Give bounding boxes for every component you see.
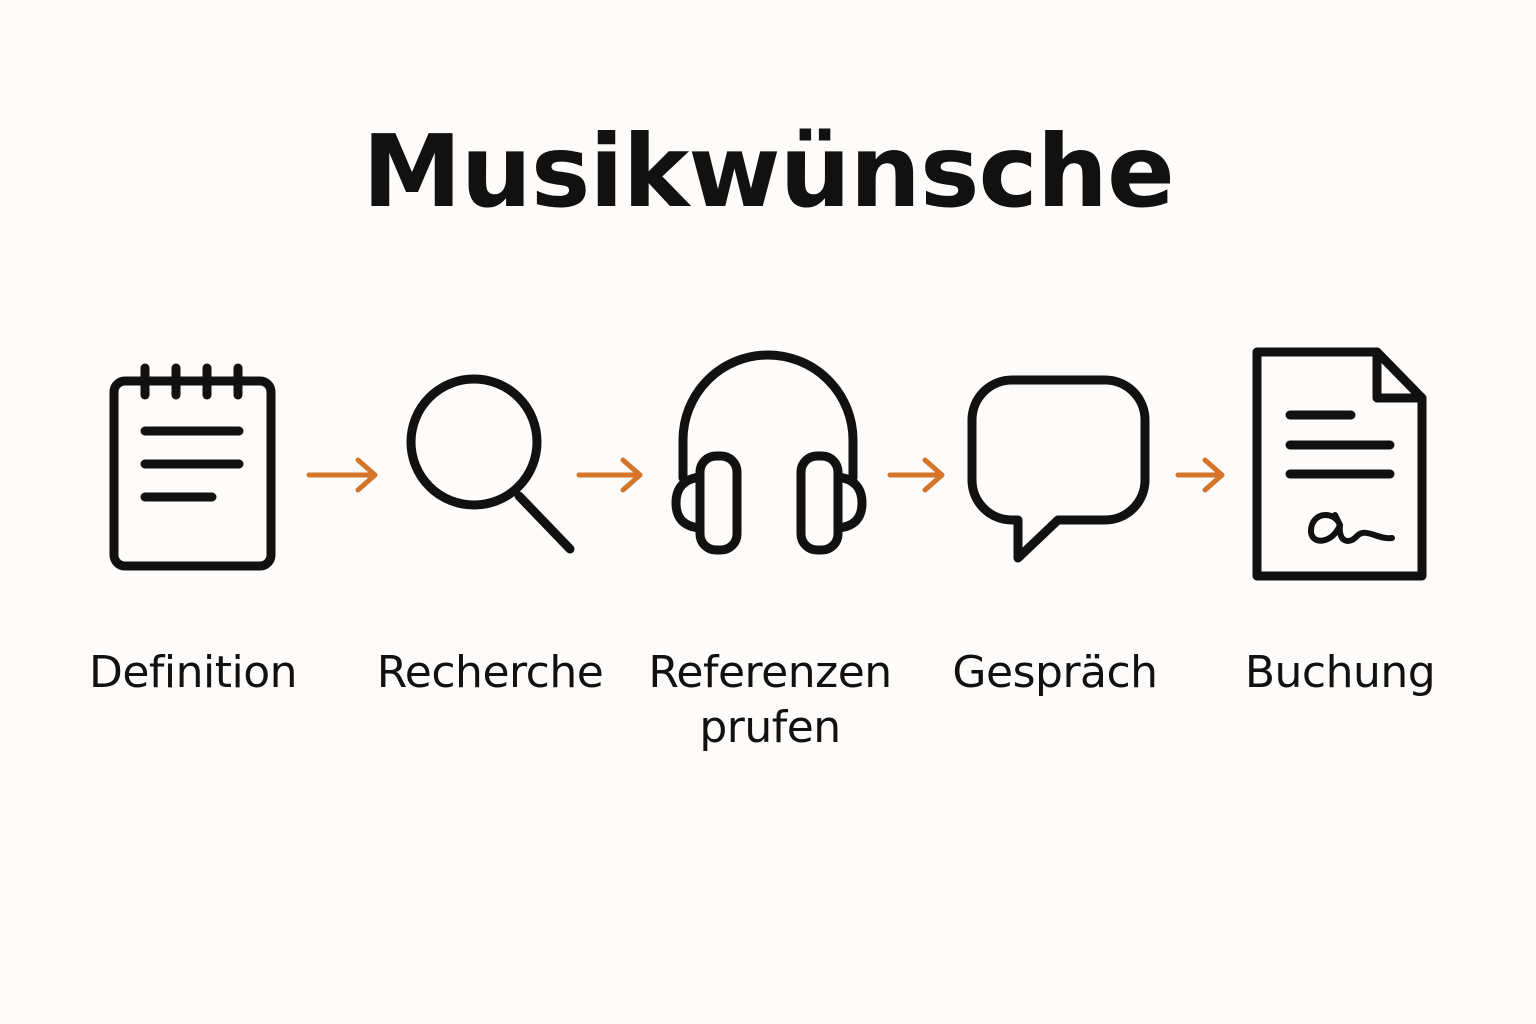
label-line: Definition [88,647,298,698]
arrow-2 [576,457,643,493]
notepad-icon [109,363,276,571]
step-label-buchung: Buchung [1190,645,1490,700]
label-line: Gespräch [952,647,1158,698]
step-label-definition: Definition [43,645,343,700]
step-label-referenzen: Referenzen prufen [620,645,920,755]
signed-document-icon [1252,347,1427,581]
headphones-icon [671,350,867,555]
speech-bubble-icon [967,375,1150,563]
arrow-1 [306,457,378,493]
diagram-title: Musikwünsche [362,113,1175,230]
step-label-recherche: Recherche [340,645,640,700]
arrow-3 [887,457,945,493]
label-line: Recherche [376,647,604,698]
step-label-gespraech: Gespräch [905,645,1205,700]
label-line: prufen [699,702,841,753]
magnifier-icon [406,374,575,554]
label-line: Buchung [1244,647,1436,698]
arrow-4 [1175,457,1225,493]
label-line: Referenzen [648,647,892,698]
